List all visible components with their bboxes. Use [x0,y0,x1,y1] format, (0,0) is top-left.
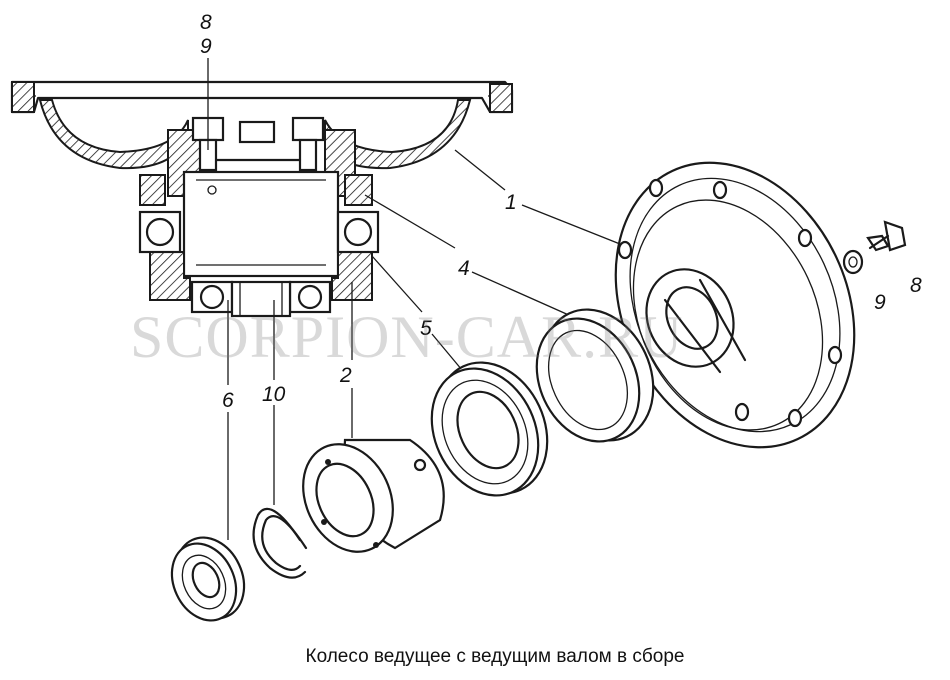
seal-ring-part-4 [535,308,655,443]
bearing-cup-part-2 [302,438,445,553]
snap-ring-part-10 [252,507,308,579]
small-bearing-part-6 [170,536,246,622]
drive-flange-part-1 [614,161,856,449]
callout-6: 6 [222,389,234,412]
callout-9-right: 9 [874,291,886,314]
housing-cross-section [10,80,514,318]
callout-1: 1 [505,191,517,214]
leader-lines [207,58,621,540]
washer-part-9 [842,249,864,275]
callout-8-right: 8 [910,274,922,297]
callout-5: 5 [420,317,432,340]
bolt-part-8 [866,220,907,252]
callout-9-top: 9 [200,35,212,58]
figure-caption: Колесо ведущее с ведущим валом в сборе [305,646,685,667]
callout-10: 10 [262,383,286,406]
callout-8-top: 8 [200,11,212,34]
callout-2: 2 [340,364,352,387]
ball-bearing-part-5 [430,361,549,497]
watermark: SCORPION-CAR.RU [130,304,684,370]
callout-4: 4 [458,257,470,280]
